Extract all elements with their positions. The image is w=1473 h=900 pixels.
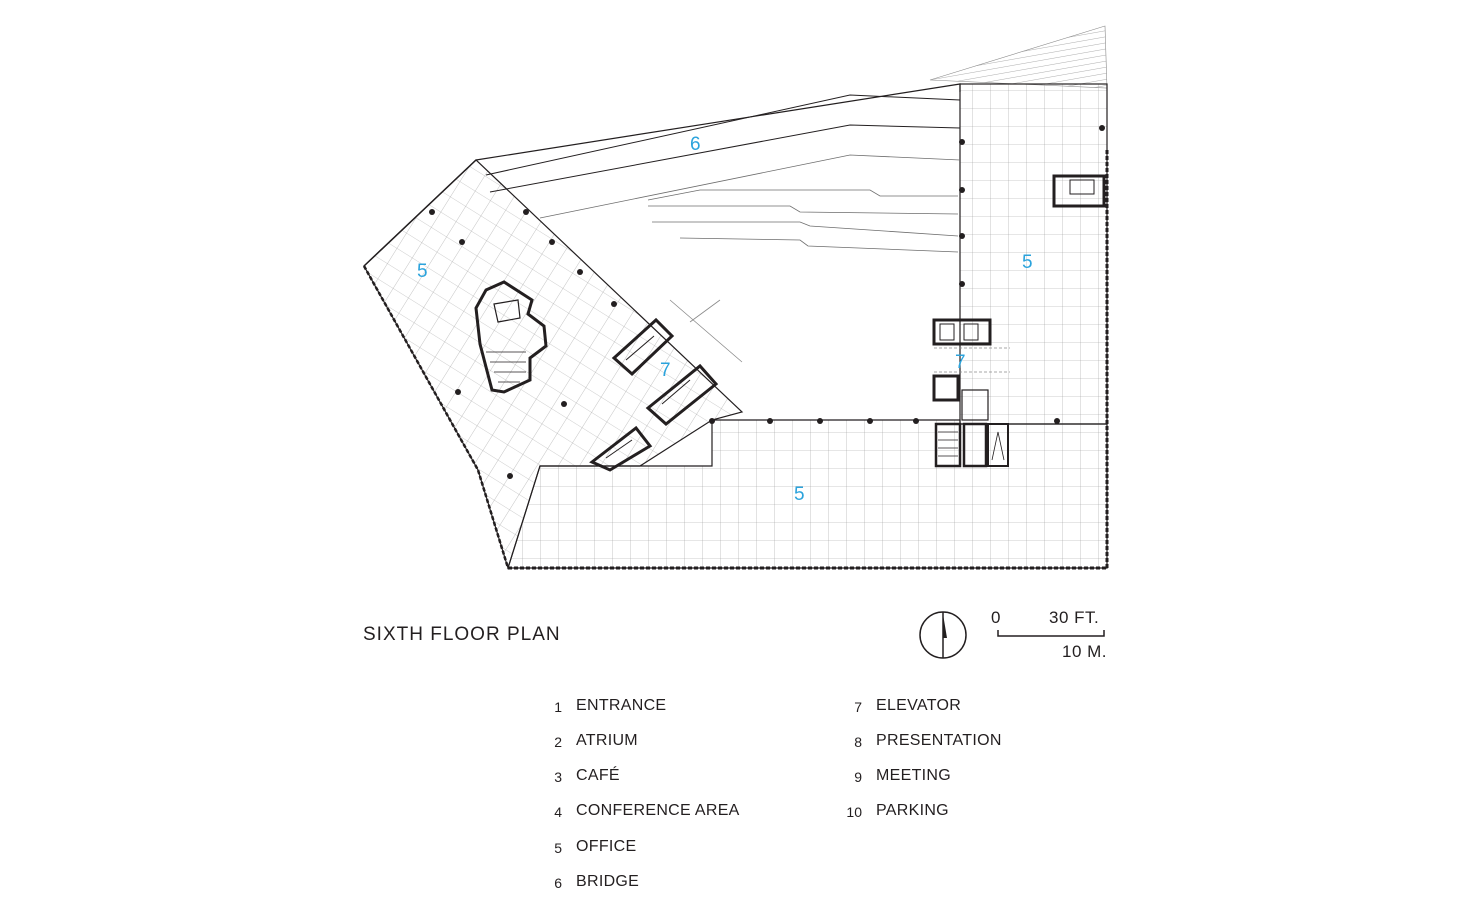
legend-label: MEETING	[876, 767, 951, 784]
north-arrow-icon	[919, 611, 967, 659]
legend-number: 9	[854, 769, 862, 785]
west-elevator-core	[589, 299, 743, 472]
legend-number: 7	[854, 699, 862, 715]
east-elevator-core	[932, 318, 1010, 468]
legend-label: BRIDGE	[576, 873, 640, 890]
scale-feet-label: 30 FT.	[1049, 608, 1100, 627]
legend-number: 10	[846, 804, 862, 820]
west-stair-core	[474, 280, 548, 394]
roof-hatch	[929, 25, 1108, 89]
legend-label: PRESENTATION	[876, 732, 1002, 749]
legend-number: 5	[554, 840, 562, 856]
room-label-office-east: 5	[1022, 252, 1033, 273]
facade-northwest	[363, 159, 477, 267]
scale-meters-label: 10 M.	[1062, 642, 1108, 661]
legend-label: CONFERENCE AREA	[576, 802, 740, 819]
legend-number: 3	[554, 769, 562, 785]
bridge-rail	[539, 154, 961, 219]
room-label-office-west: 5	[417, 261, 428, 282]
legend-number: 6	[554, 875, 562, 891]
bridge-inner-top	[485, 94, 961, 176]
office-east-floor	[959, 83, 1108, 425]
room-label-elevator-east: 7	[955, 352, 966, 373]
plan-title: SIXTH FLOOR PLAN	[363, 624, 561, 645]
legend-label: ELEVATOR	[876, 697, 962, 714]
legend-label: ENTRANCE	[576, 697, 667, 714]
scale-zero-label: 0	[991, 608, 1001, 627]
scale-bar	[997, 630, 1105, 637]
legend-number: 4	[554, 804, 562, 820]
bridge-outline	[475, 83, 961, 161]
columns	[429, 125, 1105, 479]
legend-number: 8	[854, 734, 862, 750]
facade-west	[362, 265, 510, 569]
legend-number: 2	[554, 734, 562, 750]
room-label-office-south: 5	[794, 484, 805, 505]
legend-label: ATRIUM	[576, 732, 638, 749]
legend-label: PARKING	[876, 802, 949, 819]
room-label-bridge: 6	[690, 134, 701, 155]
legend-label: OFFICE	[576, 838, 637, 855]
bridge-inner-bottom	[489, 124, 961, 193]
room-label-elevator-west: 7	[660, 360, 671, 381]
atrium-steps	[647, 189, 959, 253]
legend-label: CAFÉ	[576, 767, 620, 784]
legend-number: 1	[554, 699, 562, 715]
northeast-stair	[1052, 174, 1106, 208]
